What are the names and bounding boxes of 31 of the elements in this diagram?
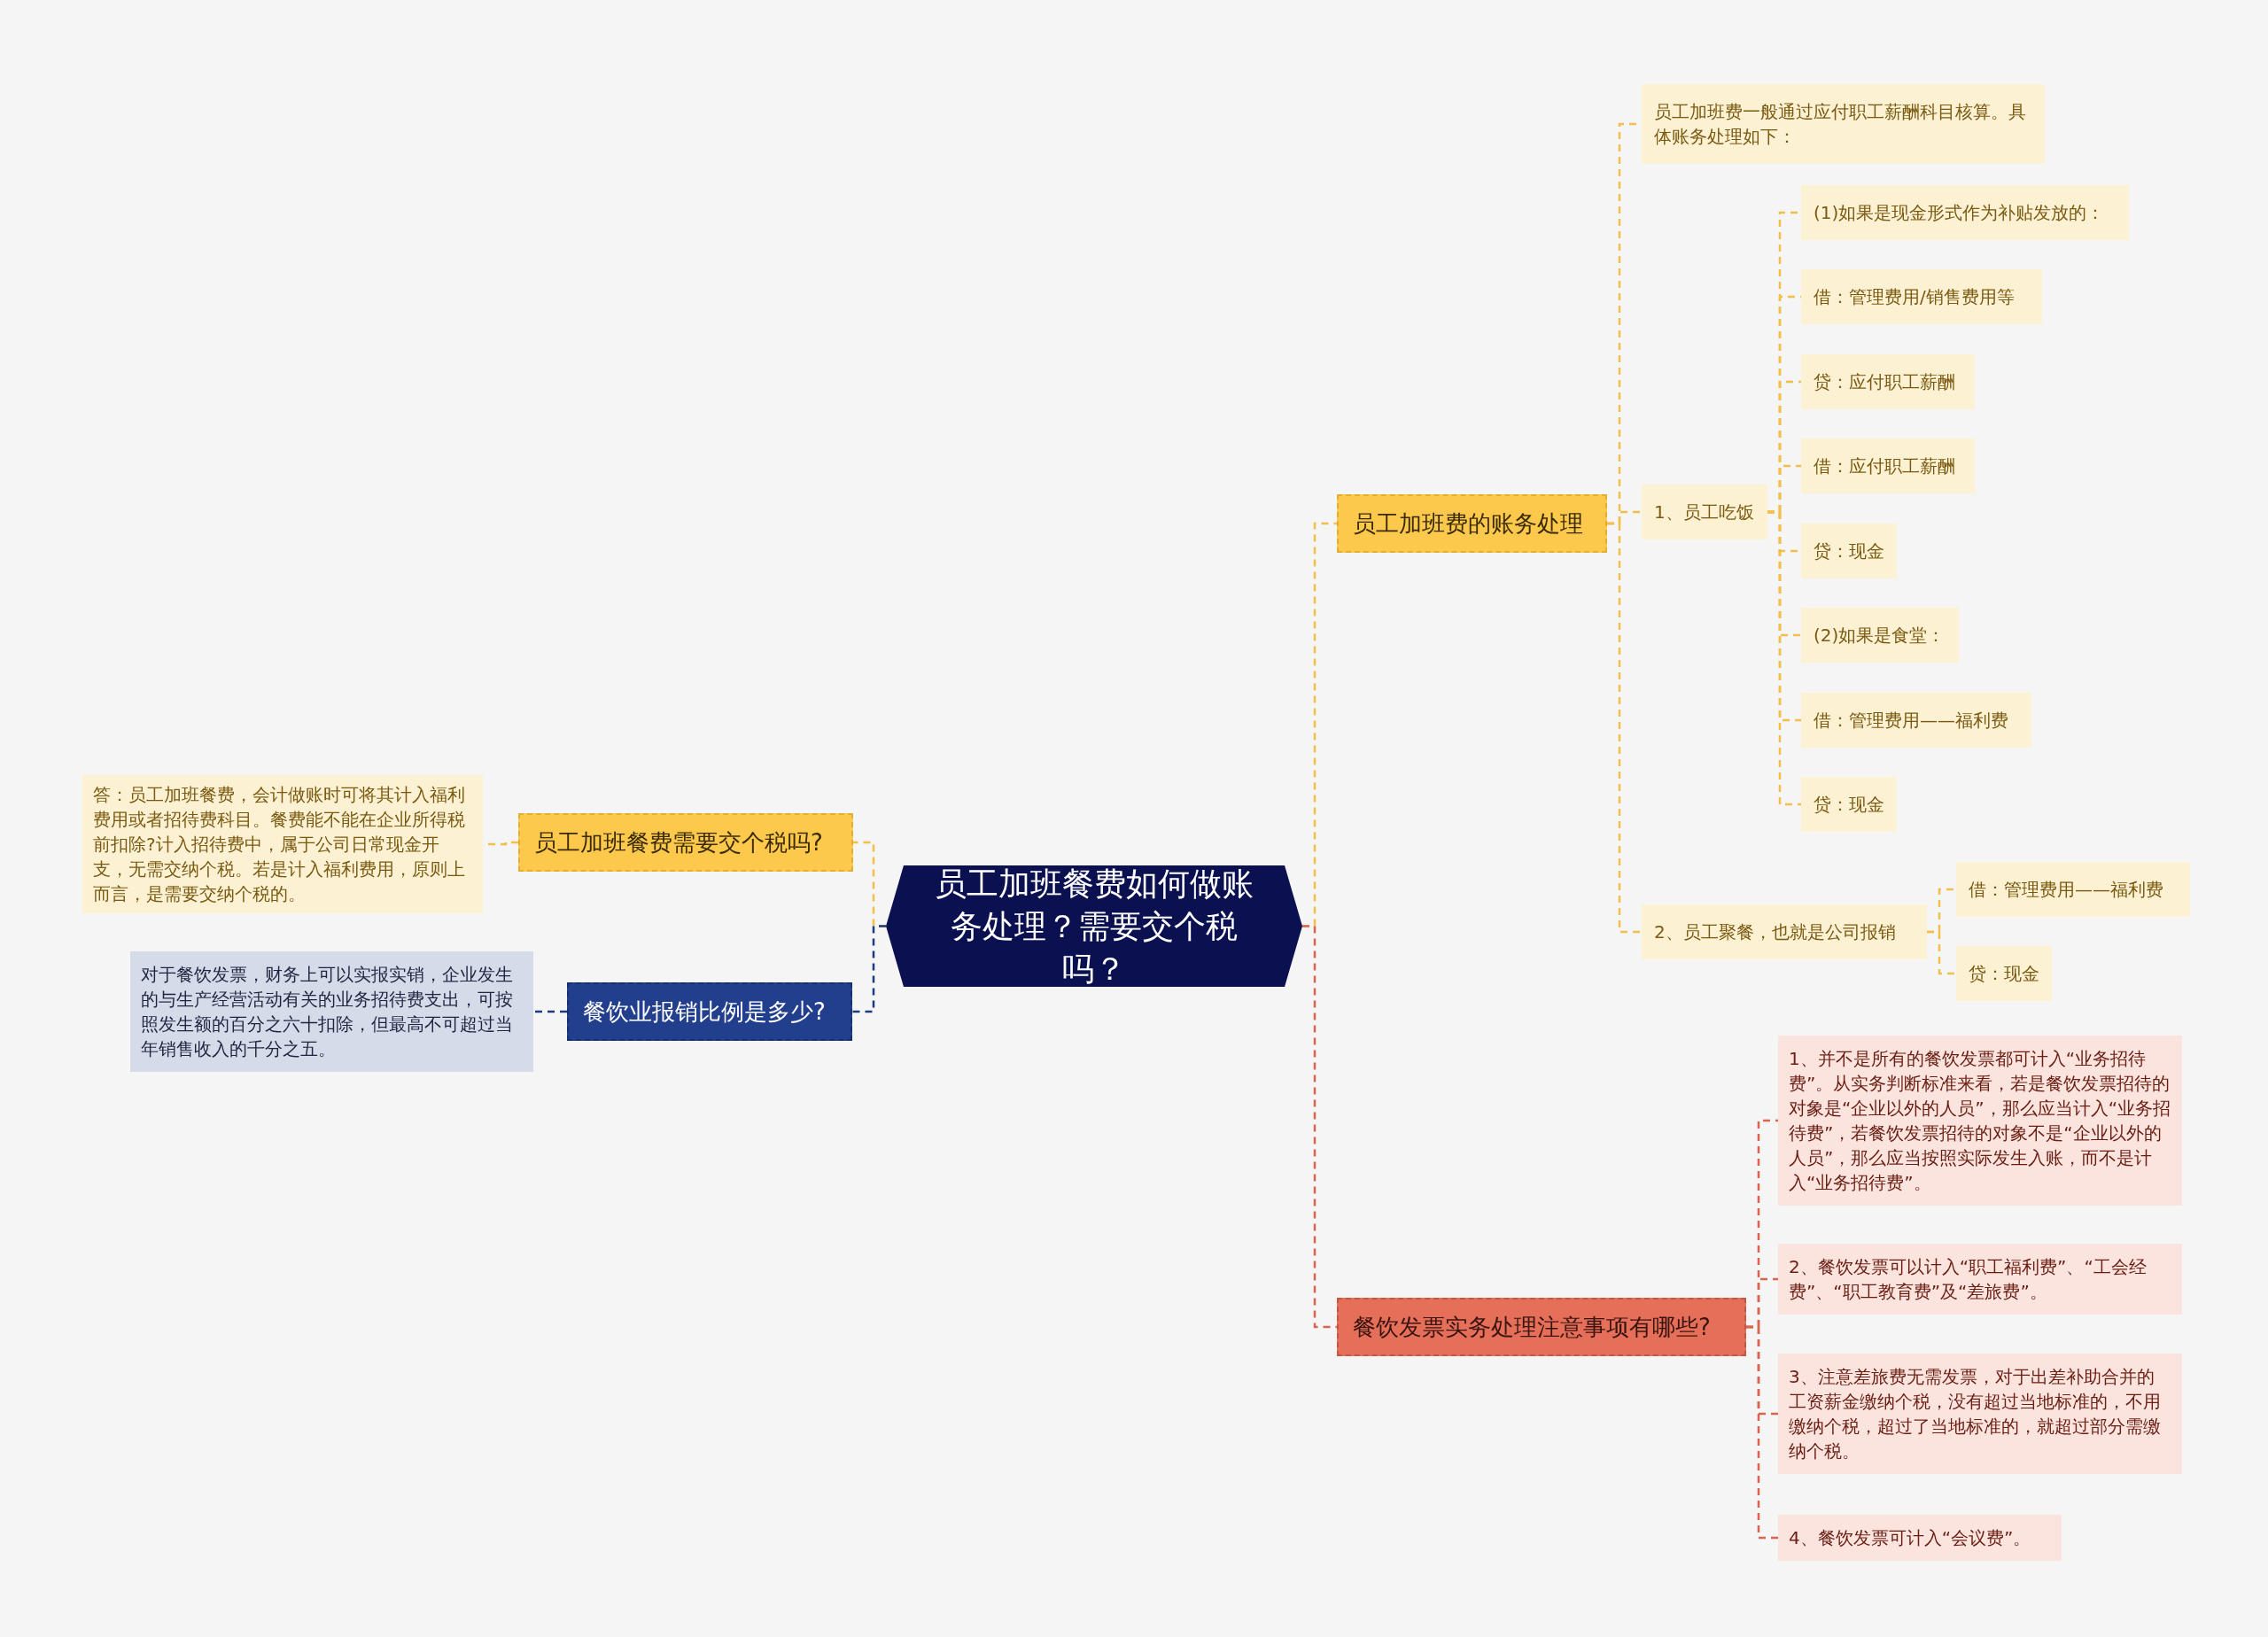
connector-line xyxy=(1746,1325,1778,1540)
note-box: 答：员工加班餐费，会计做账时可将其计入福利费用或者招待费科目。餐费能不能在企业所得税前扣除?计入招待费中，属于公司日常现金开支，无需交纳个税。若是计入福利费用，原则上而言，是需要交纳个税的。 xyxy=(82,775,483,913)
topic-box: 餐饮业报销比例是多少? xyxy=(567,982,852,1041)
note-box: 4、餐饮发票可计入“会议费”。 xyxy=(1778,1515,2062,1561)
connector-line xyxy=(533,1010,567,1013)
entry-box: 借：应付职工薪酬 xyxy=(1801,438,1975,493)
connector-line xyxy=(1302,925,1337,1329)
entry-box: 贷：应付职工薪酬 xyxy=(1801,354,1975,409)
connector-line xyxy=(1767,510,1801,806)
topic-box: 员工加班餐费需要交个税吗? xyxy=(518,813,853,872)
note-box: 1、并不是所有的餐饮发票都可计入“业务招待费”。从实务判断标准来看，若是餐饮发票招待的对象是“企业以外的人员”，那么应当计入“业务招待费”，若餐饮发票招待的对象不是“企业以外的人员”，那么应当按照实际发生入账，而不是计入“业务招待费”。 xyxy=(1778,1036,2182,1206)
note-box: 3、注意差旅费无需发票，对于出差补助合并的工资薪金缴纳个税，没有超过当地标准的，不用缴纳个税，超过了当地标准的，就超过部分需缴纳个税。 xyxy=(1778,1354,2182,1474)
subtopic-box: 1、员工吃饭 xyxy=(1642,485,1767,539)
entry-box: 借：管理费用——福利费 xyxy=(1956,862,2190,917)
topic-box: 员工加班费的账务处理 xyxy=(1337,494,1607,553)
topic-box: 餐饮发票实务处理注意事项有哪些? xyxy=(1337,1298,1746,1356)
entry-box: 贷：现金 xyxy=(1801,524,1897,578)
note-box: 对于餐饮发票，财务上可以实报实销，企业发生的与生产经营活动有关的业务招待费支出，可按照发生额的百分之六十扣除，但最高不可超过当年销售收入的千分之五。 xyxy=(130,951,533,1072)
central-topic: 员工加班餐费如何做账务处理？需要交个税吗？ xyxy=(886,865,1302,987)
entry-box: 借：管理费用/销售费用等 xyxy=(1801,269,2042,324)
entry-box: 借：管理费用——福利费 xyxy=(1801,693,2031,748)
entry-box: (2)如果是食堂： xyxy=(1801,608,1959,663)
entry-box: 贷：现金 xyxy=(1801,777,1897,832)
subtopic-box: 2、员工聚餐，也就是公司报销 xyxy=(1642,904,1927,959)
entry-box: 贷：现金 xyxy=(1956,946,2052,1001)
connector-line xyxy=(1927,930,1956,975)
connector-line xyxy=(852,925,886,1013)
note-box: 员工加班费一般通过应付职工薪酬科目核算。具体账务处理如下： xyxy=(1642,84,2045,164)
note-box: 2、餐饮发票可以计入“职工福利费”、“工会经费”、“职工教育费”及“差旅费”。 xyxy=(1778,1244,2182,1315)
connector-line xyxy=(1607,522,1642,934)
entry-box: (1)如果是现金形式作为补贴发放的： xyxy=(1801,185,2129,240)
